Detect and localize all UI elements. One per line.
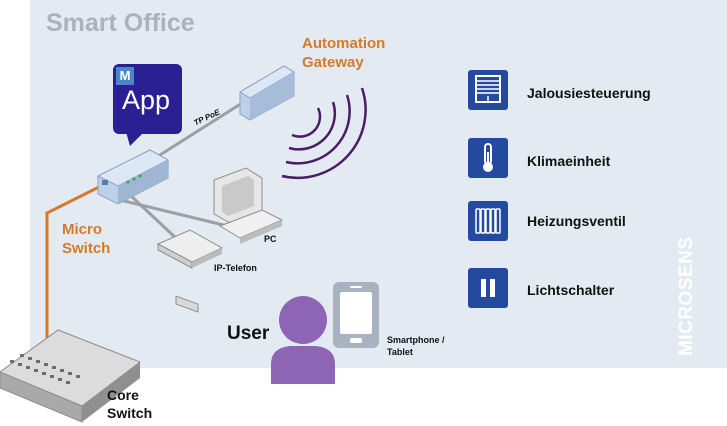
pc-device bbox=[213, 167, 284, 244]
gateway-label: Automation Gateway bbox=[302, 35, 386, 71]
app-label: App bbox=[122, 85, 171, 115]
micro-switch-device bbox=[96, 149, 170, 205]
legend-label-light-switch: Lichtschalter bbox=[527, 282, 615, 298]
fiber-link bbox=[45, 182, 106, 345]
app-logo-icon: M bbox=[116, 67, 134, 85]
legend-label-blinds: Jalousiesteuerung bbox=[527, 85, 651, 101]
legend-label-heating: Heizungsventil bbox=[527, 213, 626, 229]
core-switch-label: Core Switch bbox=[107, 387, 153, 421]
legend-label-climate: Klimaeinheit bbox=[527, 153, 611, 169]
ip-phone-device bbox=[156, 229, 224, 313]
wireless-waves-icon bbox=[281, 87, 367, 180]
blinds-icon bbox=[468, 70, 508, 110]
pc-label: PC bbox=[264, 234, 277, 244]
automation-gateway-device bbox=[239, 65, 295, 121]
micro-switch-label: Micro Switch bbox=[62, 221, 111, 257]
radiator-icon bbox=[468, 201, 508, 241]
page-title: Smart Office bbox=[46, 9, 195, 37]
ip-phone-label: IP-Telefon bbox=[214, 263, 257, 273]
tp-poe-link bbox=[151, 96, 251, 162]
smartphone-label: Smartphone / Tablet bbox=[387, 335, 445, 357]
light-switch-icon bbox=[468, 268, 508, 308]
brand-logo: MICROSENS bbox=[676, 236, 697, 356]
app-pointer bbox=[126, 132, 144, 146]
phone-link bbox=[128, 193, 180, 242]
smartphone-icon bbox=[333, 282, 379, 348]
user-icon bbox=[271, 296, 335, 384]
core-switch-device bbox=[0, 329, 142, 423]
thermometer-icon bbox=[468, 138, 508, 178]
user-label: User bbox=[227, 323, 270, 344]
